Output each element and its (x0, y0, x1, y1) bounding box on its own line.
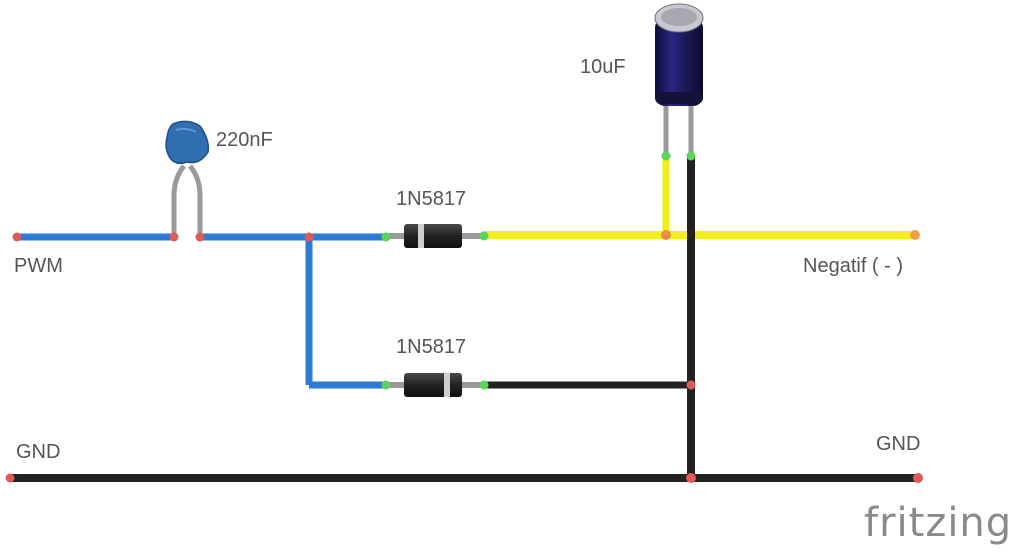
fritzing-logo: fritzing (864, 500, 1013, 546)
diode-top-anode[interactable] (381, 232, 391, 242)
negatif-connector[interactable] (910, 230, 920, 240)
diode-top-label: 1N5817 (396, 188, 467, 210)
cap-negative-pin[interactable] (686, 151, 696, 161)
gnd-junction[interactable] (686, 473, 696, 483)
diode-top-cathode[interactable] (479, 231, 489, 241)
gnd-left-connector[interactable] (5, 473, 15, 483)
cap-ceramic-pin1[interactable] (169, 232, 179, 242)
cap-electrolytic-label: 10uF (580, 56, 626, 78)
yellow-junction[interactable] (661, 230, 671, 240)
diode-top[interactable] (386, 224, 484, 248)
pwm-label: PWM (14, 255, 63, 277)
branch-junction[interactable] (304, 232, 314, 242)
negatif-label: Negatif ( - ) (803, 255, 904, 277)
connector-points (5, 151, 923, 483)
black-junction[interactable] (686, 380, 696, 390)
gnd-left-label: GND (16, 441, 61, 463)
diode-bottom-anode[interactable] (381, 380, 391, 390)
diode-bottom-cathode[interactable] (479, 380, 489, 390)
gnd-right-connector[interactable] (913, 473, 923, 483)
cap-positive-pin[interactable] (661, 151, 671, 161)
cap-ceramic-pin2[interactable] (195, 232, 205, 242)
diode-bottom[interactable] (386, 373, 484, 397)
electrolytic-capacitor[interactable] (654, 3, 704, 156)
cap-ceramic-label: 220nF (216, 129, 273, 151)
pwm-connector[interactable] (12, 232, 22, 242)
ceramic-capacitor[interactable] (165, 120, 210, 237)
gnd-right-label: GND (876, 433, 921, 455)
diode-bottom-label: 1N5817 (396, 336, 467, 358)
